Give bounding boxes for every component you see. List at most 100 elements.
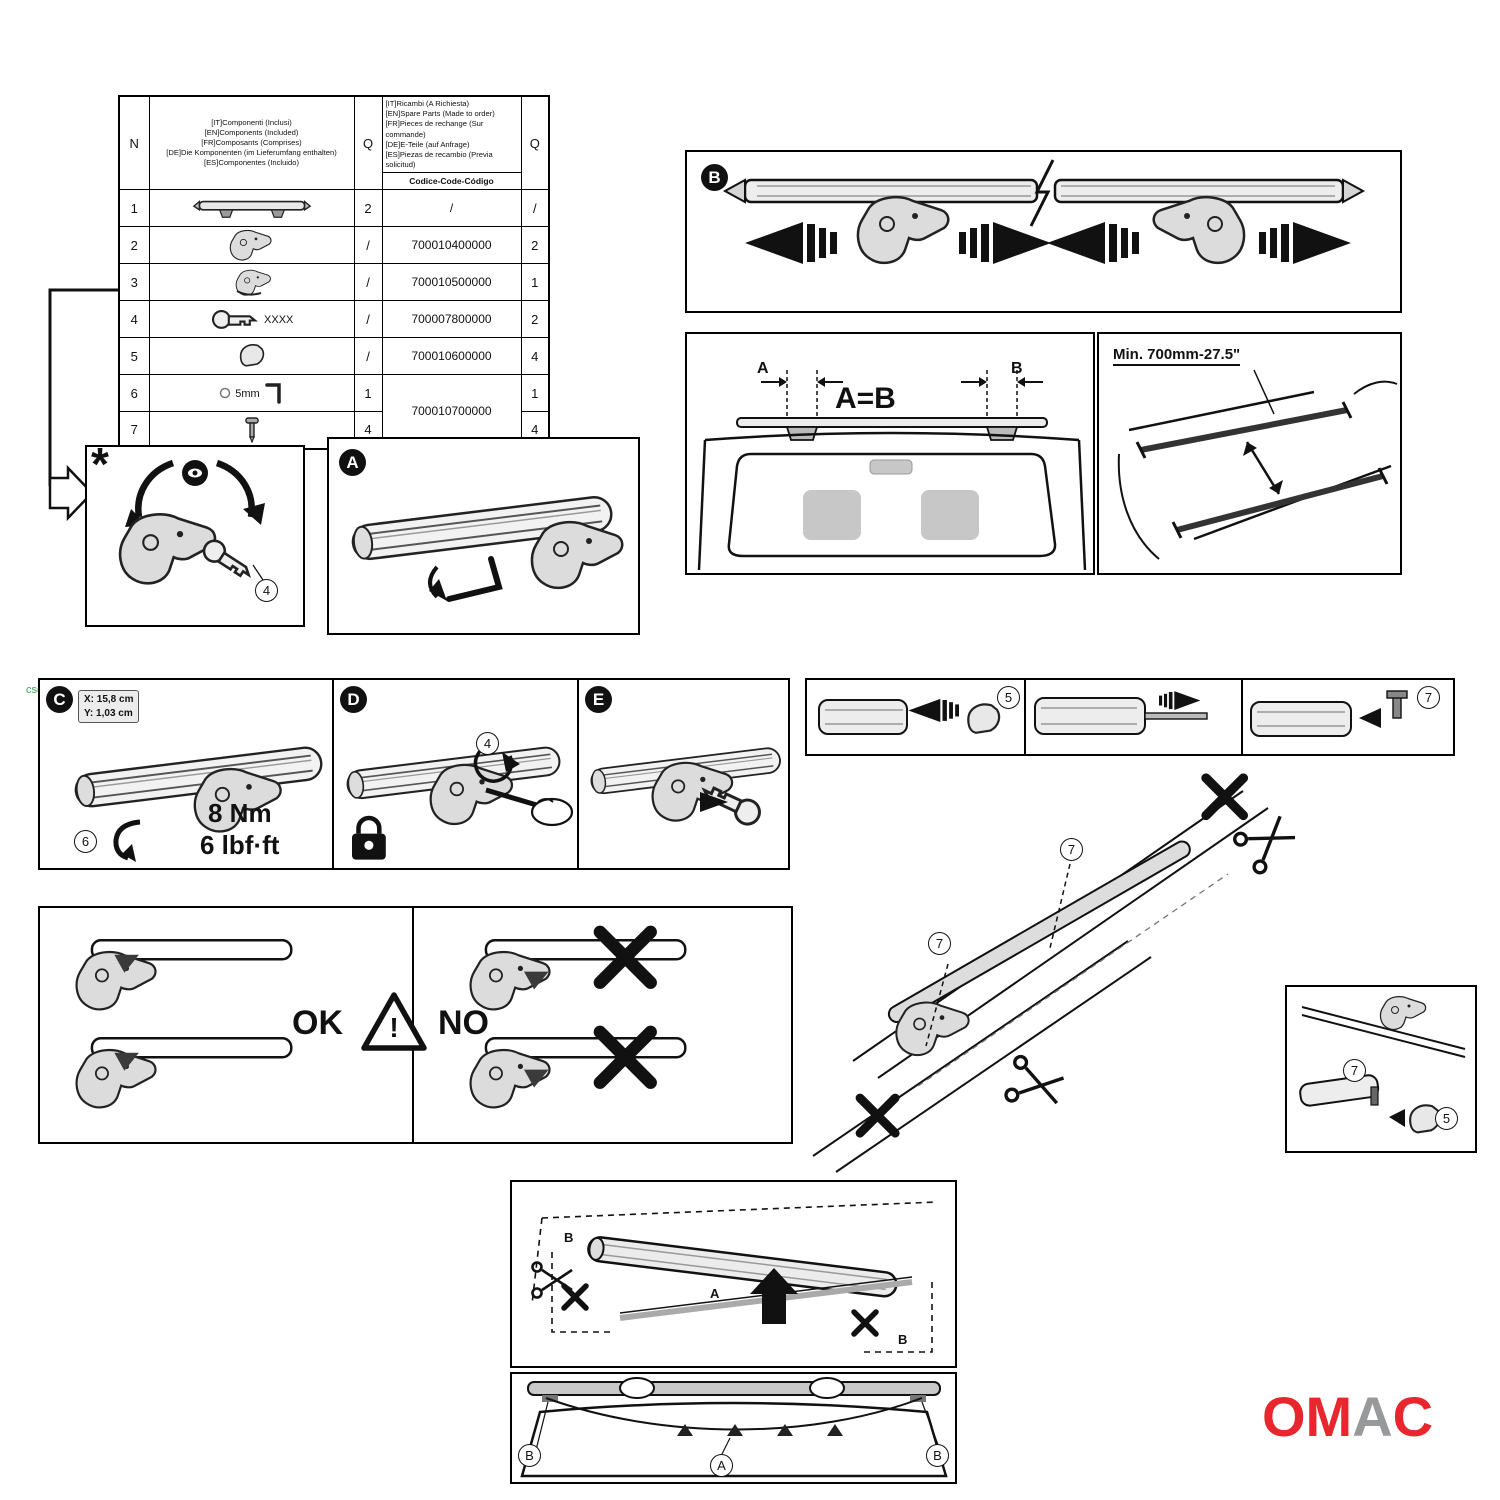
qty-included: / — [353, 263, 383, 302]
clamp-foot-icon — [118, 513, 217, 585]
step-b-badge: B — [701, 164, 728, 191]
table-row: 7 4 4 — [118, 411, 550, 450]
part-code: 700010400000 — [381, 226, 522, 265]
table-row: 5 / 700010600000 4 — [118, 337, 550, 376]
end-cap-icon — [967, 703, 1001, 734]
point-b-label: B — [898, 1332, 908, 1347]
divider — [1024, 680, 1026, 754]
hook-tool-icon — [113, 819, 141, 861]
bar-end — [818, 699, 908, 735]
callout-a: A — [710, 1454, 733, 1477]
hand — [530, 797, 574, 827]
steps-cde-illustration — [72, 744, 783, 862]
included-components-header: [IT]Componenti (Inclusi) [EN]Components … — [148, 95, 355, 191]
bolt-pin-icon — [244, 417, 259, 444]
crossbar-icon — [1140, 407, 1348, 453]
logo-a: A — [1352, 1385, 1393, 1448]
callout-b: B — [518, 1444, 541, 1467]
rear-check-illustration — [520, 1377, 948, 1478]
warning-bang: ! — [389, 1012, 399, 1043]
table-row: 3 / 700010500000 1 — [118, 263, 550, 302]
min-distance-illustration — [1117, 369, 1398, 560]
bar-placement-illustration — [531, 1201, 938, 1353]
min-distance-label: Min. 700mm-27.5" — [1113, 346, 1241, 366]
step-b-illustration — [722, 159, 1366, 265]
code-header: Codice-Code-Código — [382, 172, 521, 189]
part-cell — [148, 226, 355, 265]
row-number: 4 — [118, 300, 150, 339]
part-cell — [148, 189, 355, 228]
step-d-badge: D — [340, 686, 367, 713]
table-row: 1 2 / / — [118, 189, 550, 228]
roof-rail-cut-diagram: 7 7 — [798, 756, 1303, 1176]
qty-included: / — [353, 300, 383, 339]
qty-included: / — [353, 226, 383, 265]
crossbar-icon — [527, 1381, 941, 1396]
remove-arrow-icon — [700, 792, 728, 812]
qty-spare: 2 — [520, 226, 550, 265]
qty-spare: 2 — [520, 300, 550, 339]
callout-7: 7 — [928, 932, 951, 955]
lift-arrow-icon — [750, 1268, 798, 1324]
qty-spare: 1 — [520, 263, 550, 302]
bar-end — [1034, 697, 1146, 735]
row-number: 3 — [118, 263, 150, 302]
panel-equal-spacing: A B A=B — [685, 332, 1095, 575]
incorrect-grip — [471, 940, 686, 1009]
allen-key-icon — [446, 556, 503, 602]
dimension-b-label: B — [1011, 360, 1023, 377]
no-label: NO — [438, 1004, 489, 1042]
table-row: 4 XXXX / 700007800000 2 — [118, 300, 550, 339]
step-e-badge: E — [585, 686, 612, 713]
incorrect-grip — [471, 1038, 686, 1107]
part-cell: XXXX — [148, 300, 355, 339]
column-n-header: N — [118, 95, 150, 191]
callout-4: 4 — [255, 579, 278, 602]
seat — [921, 490, 979, 540]
lock-key-illustration — [118, 459, 266, 585]
divider — [577, 680, 579, 868]
end-cap-icon — [239, 344, 264, 367]
dimension-a-label: A — [757, 360, 769, 377]
part-code: 700010500000 — [381, 263, 522, 302]
callout-5: 5 — [1435, 1107, 1458, 1130]
callout-7: 7 — [1343, 1059, 1366, 1082]
ok-no-illustration — [40, 908, 791, 1142]
divider — [1241, 680, 1243, 754]
push-arrow-icon — [1159, 691, 1201, 710]
panel-ok-no: OK ! NO — [38, 906, 793, 1144]
slide-right-arrow-icon — [959, 222, 1051, 264]
callout-7: 7 — [1417, 686, 1440, 709]
roof-rail-cut-illustration — [812, 756, 1303, 1173]
push-arrow-icon — [1389, 1109, 1405, 1127]
bar-x-dimension: X: 15,8 cm — [84, 694, 134, 705]
qty-spare: 1 — [520, 374, 550, 413]
asterisk-symbol: * — [91, 438, 109, 490]
clamp-foot-icon — [1379, 995, 1427, 1031]
crossbar-icon — [192, 200, 311, 219]
clamp-foot-icon — [895, 1001, 970, 1057]
table-row: 6 5mm 1 700010700000 1 — [118, 374, 550, 450]
length-break-icon — [1029, 159, 1055, 227]
x-mark-icon — [860, 1098, 895, 1133]
key-icon — [485, 787, 541, 809]
bar-end — [1250, 701, 1352, 737]
bar-y-dimension: Y: 1,03 cm — [84, 707, 133, 719]
panel-steps-cde: C D E X: 15,8 cm Y: 1,03 cm — [38, 678, 790, 870]
bar-end — [1299, 1074, 1380, 1107]
qty-spare: 4 — [520, 337, 550, 376]
strip-a-label: A — [710, 1286, 720, 1301]
allen-size-label: 5mm — [235, 388, 260, 401]
step-c-badge: C — [46, 686, 73, 713]
hex-size-icon — [219, 387, 231, 399]
allen-key-icon — [265, 383, 281, 404]
crossbar-icon — [887, 840, 1191, 1023]
push-arrow-icon — [1359, 708, 1381, 728]
slide-right-arrow-icon — [1259, 222, 1351, 264]
torque-lbf-label: 6 lbf·ft — [200, 830, 280, 860]
clamp-foot-icon — [229, 229, 272, 261]
correct-grip — [77, 940, 292, 1009]
padlock-icon — [352, 818, 386, 860]
callout-4: 4 — [476, 732, 499, 755]
